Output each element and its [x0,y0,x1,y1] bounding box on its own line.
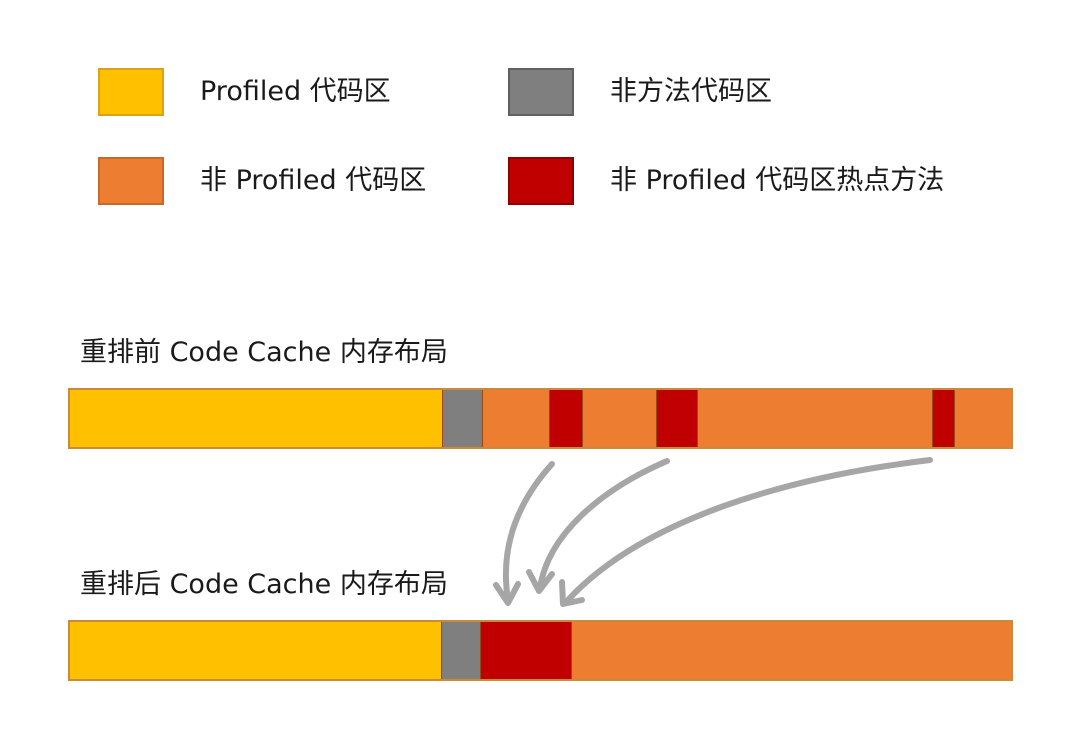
legend-swatch-non-method [508,68,574,116]
arrow-3-head [559,579,585,607]
before-segment-non-profiled [483,390,550,447]
before-segment-hot-method [549,390,583,447]
arrow-1-head [493,581,521,606]
arrow-2-head [526,569,555,594]
before-segment-hot-method [657,390,698,447]
arrow-1 [502,461,555,603]
legend-swatch-non-profiled [98,157,164,205]
before-segment-non-profiled [697,390,933,447]
legend-label-profiled: Profiled 代码区 [200,76,391,107]
legend-swatch-profiled [98,68,164,116]
before-segment-non-method [442,390,484,447]
after-segment-non-profiled [572,622,1011,679]
after-segment-profiled [70,622,442,679]
before-layout-title: 重排前 Code Cache 内存布局 [80,337,448,368]
legend-swatch-hot-method [508,157,574,205]
after-segment-non-method [441,622,482,679]
arrow-2 [537,458,670,591]
before-memory-bar [68,388,1013,449]
legend-label-hot-method: 非 Profiled 代码区热点方法 [610,165,945,196]
after-layout-title: 重排后 Code Cache 内存布局 [80,569,448,600]
before-segment-non-profiled [582,390,658,447]
before-segment-non-profiled [955,390,1011,447]
after-segment-hot-method [481,622,573,679]
legend-label-non-profiled: 非 Profiled 代码区 [200,165,427,196]
legend-label-non-method: 非方法代码区 [610,76,772,107]
before-segment-hot-method [932,390,956,447]
after-memory-bar [68,620,1013,681]
before-segment-profiled [70,390,443,447]
arrow-3 [565,457,933,603]
